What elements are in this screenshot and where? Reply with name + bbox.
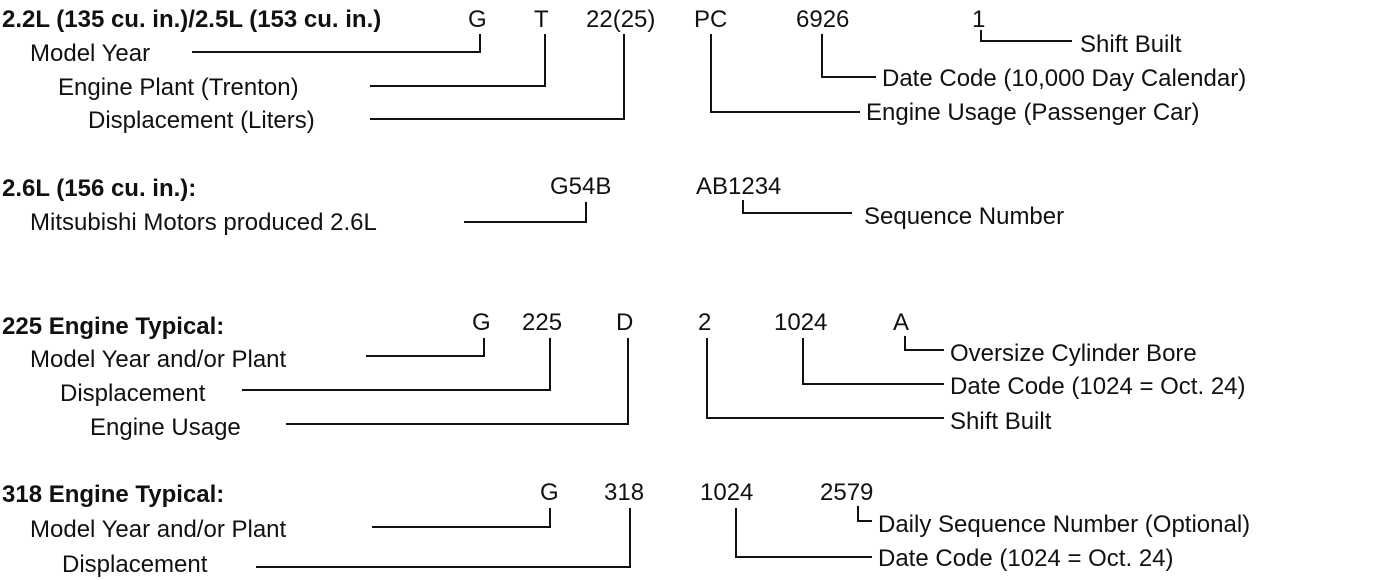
leader-line: [735, 508, 872, 558]
code-displacement: 318: [604, 479, 644, 506]
label-displacement: Displacement: [60, 380, 206, 407]
leader-line: [980, 30, 1072, 42]
section-318-engine: 318 Engine Typical: G 318 1024 2579 Mode…: [2, 479, 1250, 578]
section-225-engine: 225 Engine Typical: G 225 D 2 1024 A Mod…: [2, 309, 1246, 441]
code-displacement: 225: [522, 309, 562, 336]
leader-line: [242, 338, 551, 391]
leader-line: [904, 336, 944, 351]
label-model-year-plant: Model Year and/or Plant: [30, 516, 287, 543]
label-mitsubishi: Mitsubishi Motors produced 2.6L: [30, 209, 377, 236]
label-displacement: Displacement: [62, 551, 208, 578]
label-date-code: Date Code (10,000 Day Calendar): [882, 65, 1246, 92]
leader-line: [710, 34, 860, 113]
code-shift: 1: [972, 6, 985, 33]
leader-line: [802, 338, 944, 385]
leader-line: [256, 508, 631, 568]
label-model-year: Model Year: [30, 40, 150, 67]
section-heading: 2.6L (156 cu. in.):: [2, 175, 196, 202]
code-model-year: G: [472, 309, 491, 336]
leader-line: [366, 338, 485, 357]
leader-line: [706, 338, 944, 419]
code-sequence: AB1234: [696, 173, 781, 200]
code-model-year: G: [468, 6, 487, 33]
label-shift-built: Shift Built: [950, 408, 1052, 435]
leader-line: [857, 506, 872, 522]
code-date: 1024: [774, 309, 827, 336]
label-displacement: Displacement (Liters): [88, 107, 315, 134]
leader-line: [370, 34, 625, 120]
code-date: 1024: [700, 479, 753, 506]
code-engine-usage: D: [616, 309, 633, 336]
label-date-code: Date Code (1024 = Oct. 24): [950, 373, 1246, 400]
section-heading: 318 Engine Typical:: [2, 481, 224, 508]
label-model-year-plant: Model Year and/or Plant: [30, 346, 287, 373]
label-engine-usage: Engine Usage: [90, 414, 241, 441]
code-model-year: G: [540, 479, 559, 506]
leader-line: [372, 508, 551, 528]
leader-line: [821, 34, 876, 78]
section-heading: 225 Engine Typical:: [2, 313, 224, 340]
label-engine-plant: Engine Plant (Trenton): [58, 74, 299, 101]
label-engine-usage: Engine Usage (Passenger Car): [866, 99, 1200, 126]
label-oversize-bore: Oversize Cylinder Bore: [950, 340, 1197, 367]
code-daily-sequence: 2579: [820, 479, 873, 506]
leader-line: [370, 34, 546, 87]
code-g54b: G54B: [550, 173, 611, 200]
code-oversize: A: [893, 309, 909, 336]
leader-line: [742, 200, 852, 214]
leader-line: [464, 202, 587, 223]
label-shift-built: Shift Built: [1080, 31, 1182, 58]
code-engine-usage: PC: [694, 6, 727, 33]
label-date-code: Date Code (1024 = Oct. 24): [878, 545, 1174, 572]
code-engine-plant: T: [534, 6, 549, 33]
label-daily-sequence: Daily Sequence Number (Optional): [878, 511, 1250, 538]
section-heading: 2.2L (135 cu. in.)/2.5L (153 cu. in.): [2, 6, 381, 33]
leader-line: [192, 34, 481, 53]
leader-line: [286, 338, 629, 425]
code-shift: 2: [698, 309, 711, 336]
section-2-2l-2-5l: 2.2L (135 cu. in.)/2.5L (153 cu. in.) G …: [2, 6, 1246, 134]
section-2-6l: 2.6L (156 cu. in.): G54B AB1234 Mitsubis…: [2, 173, 1064, 236]
label-sequence-number: Sequence Number: [864, 203, 1064, 230]
code-date: 6926: [796, 6, 849, 33]
code-displacement: 22(25): [586, 6, 655, 33]
